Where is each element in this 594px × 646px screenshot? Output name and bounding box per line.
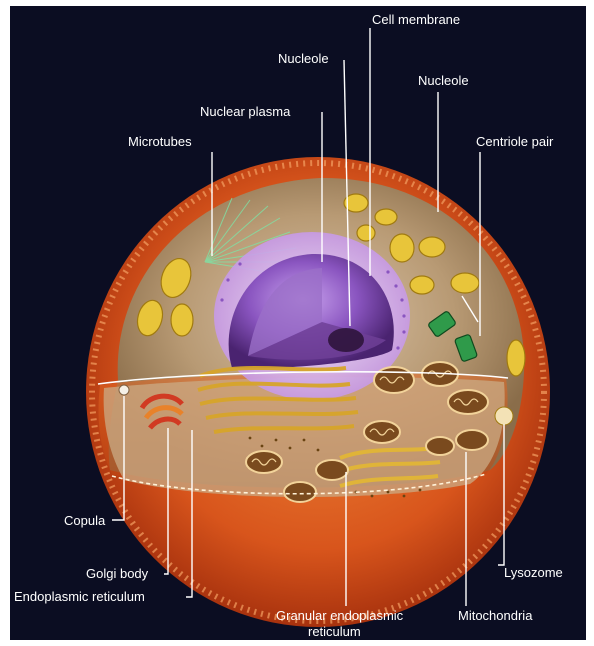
label-centriole-pair: Centriole pair	[476, 134, 554, 149]
label-granular-er-line1: Granular endoplasmic	[276, 608, 404, 623]
label-lysozome: Lysozome	[504, 565, 563, 580]
label-microtubes: Microtubes	[128, 134, 192, 149]
label-endoplasmic-reticulum: Endoplasmic reticulum	[14, 589, 145, 604]
copula	[119, 385, 129, 395]
label-nuclear-plasma: Nuclear plasma	[200, 104, 291, 119]
label-nucleole-right: Nucleole	[418, 73, 469, 88]
label-nucleole-top: Nucleole	[278, 51, 329, 66]
label-golgi-body: Golgi body	[86, 566, 149, 581]
label-granular-er-line2: reticulum	[308, 624, 361, 639]
nucleole	[328, 328, 364, 352]
label-cell-membrane: Cell membrane	[372, 12, 460, 27]
label-copula: Copula	[64, 513, 106, 528]
label-mitochondria: Mitochondria	[458, 608, 533, 623]
lysozome	[495, 407, 513, 425]
